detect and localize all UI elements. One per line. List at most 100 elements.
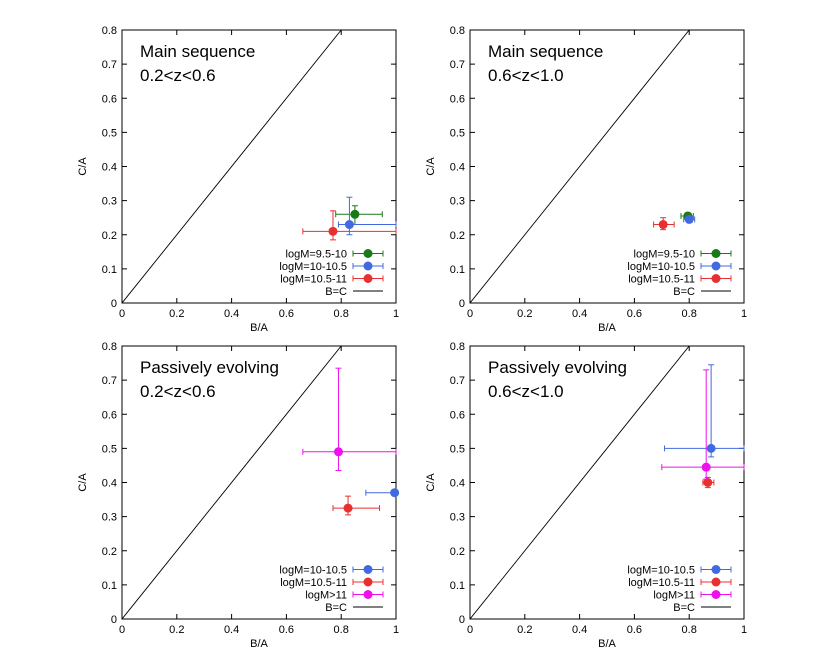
legend-marker	[711, 565, 721, 574]
x-tick-label: 0.8	[682, 308, 697, 320]
x-axis-label: B/A	[598, 638, 616, 650]
data-point	[390, 488, 400, 498]
x-tick-label: 0.8	[334, 624, 349, 636]
data-point	[701, 462, 711, 472]
y-tick-label: 0.4	[102, 162, 117, 174]
y-tick-label: 0.1	[102, 264, 117, 276]
x-tick-label: 0	[119, 308, 125, 320]
panel-title: Main sequence	[488, 42, 603, 61]
y-tick-label: 0.2	[450, 546, 465, 558]
y-tick-label: 0.6	[450, 409, 465, 421]
legend-marker	[363, 274, 373, 283]
data-point	[343, 503, 353, 513]
y-tick-label: 0	[111, 298, 117, 310]
x-tick-label: 0.4	[572, 624, 587, 636]
legend-label: logM=10-10.5	[279, 261, 347, 273]
y-tick-label: 0.4	[450, 162, 465, 174]
legend-marker	[711, 249, 721, 258]
series-2	[683, 214, 696, 224]
series-1	[335, 205, 383, 226]
y-tick-label: 0.1	[102, 580, 117, 592]
y-axis-label: C/A	[77, 157, 89, 176]
x-tick-label: 0.6	[279, 624, 294, 636]
y-tick-label: 0.1	[450, 264, 465, 276]
x-axis-label: B/A	[250, 322, 268, 334]
x-tick-label: 0	[119, 624, 125, 636]
y-tick-label: 0.1	[450, 580, 465, 592]
x-tick-label: 0.6	[627, 624, 642, 636]
y-axis-label: C/A	[425, 473, 437, 492]
x-tick-label: 0	[467, 624, 473, 636]
legend-label: logM>11	[653, 590, 695, 602]
series-2	[332, 495, 381, 516]
y-tick-label: 0.8	[102, 341, 117, 353]
x-tick-label: 0.6	[627, 308, 642, 320]
series-3	[653, 217, 675, 231]
y-tick-label: 0.3	[450, 196, 465, 208]
y-tick-label: 0.5	[102, 443, 117, 455]
legend-label: logM=10.5-11	[628, 274, 695, 286]
y-tick-label: 0.4	[450, 478, 465, 490]
panel-subtitle: 0.6<z<1.0	[488, 66, 564, 85]
legend-marker	[711, 590, 721, 599]
legend-label: logM=10.5-11	[280, 274, 347, 286]
y-tick-label: 0.8	[450, 25, 465, 37]
reference-line-b-equals-c	[122, 30, 342, 303]
legend-label: logM=10.5-11	[628, 577, 695, 589]
series-3	[302, 367, 397, 472]
x-axis-label: B/A	[250, 638, 268, 650]
y-tick-label: 0.2	[102, 230, 117, 242]
y-tick-label: 0.3	[102, 512, 117, 524]
x-tick-label: 0.2	[169, 308, 184, 320]
x-tick-label: 0.8	[682, 624, 697, 636]
legend-label: logM=10-10.5	[627, 565, 695, 577]
data-point	[684, 214, 694, 224]
y-tick-label: 0.3	[102, 196, 117, 208]
y-axis-label: C/A	[425, 157, 437, 176]
y-tick-label: 0.3	[450, 512, 465, 524]
data-point	[703, 478, 713, 487]
x-tick-label: 0.2	[169, 624, 184, 636]
series-1	[664, 364, 745, 458]
x-tick-label: 0.6	[279, 308, 294, 320]
x-tick-label: 1	[741, 624, 747, 636]
legend-marker	[363, 577, 373, 587]
reference-line-b-equals-c	[470, 346, 690, 619]
x-tick-label: 0.4	[572, 308, 587, 320]
series-3	[302, 210, 397, 241]
y-tick-label: 0.6	[102, 93, 117, 105]
panel-subtitle: 0.2<z<0.6	[140, 382, 216, 401]
data-point	[706, 443, 716, 453]
x-axis-label: B/A	[598, 322, 616, 334]
series-2	[337, 196, 397, 236]
legend-label: B=C	[673, 602, 695, 614]
y-tick-label: 0	[459, 614, 465, 626]
x-tick-label: 0.2	[517, 308, 532, 320]
y-tick-label: 0.4	[102, 478, 117, 490]
legend-label: B=C	[325, 286, 347, 298]
y-tick-label: 0.5	[102, 127, 117, 139]
y-tick-label: 0.6	[102, 409, 117, 421]
series-1	[365, 488, 400, 498]
y-tick-label: 0.7	[102, 375, 117, 387]
y-axis-label: C/A	[77, 473, 89, 492]
legend-marker	[363, 261, 373, 271]
data-point	[350, 209, 360, 219]
x-tick-label: 1	[741, 308, 747, 320]
x-tick-label: 0	[467, 308, 473, 320]
y-tick-label: 0.6	[450, 93, 465, 105]
x-tick-label: 0.4	[224, 308, 239, 320]
data-point	[344, 220, 354, 230]
legend-marker	[711, 577, 721, 587]
panel-title: Passively evolving	[140, 358, 279, 377]
legend-marker	[363, 590, 373, 599]
series-3	[661, 369, 745, 480]
legend-label: B=C	[325, 602, 347, 614]
